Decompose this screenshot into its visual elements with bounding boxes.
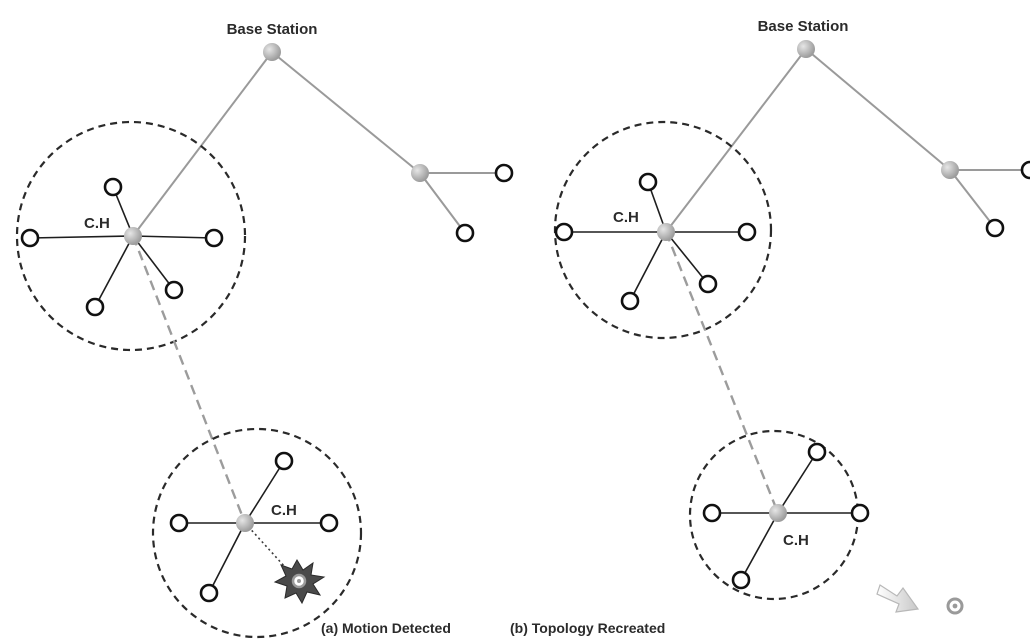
- sensor-node: [731, 570, 751, 590]
- link-dashed-b: [664, 231, 780, 514]
- base-station-node: [797, 40, 815, 58]
- sensor-node: [494, 163, 514, 183]
- sensor-node: [1020, 160, 1030, 180]
- router-node: [941, 161, 959, 179]
- cluster-head-node: [124, 227, 142, 245]
- sensor-node: [455, 223, 475, 243]
- sensor-node: [169, 513, 189, 533]
- sensor-node: [620, 291, 640, 311]
- sensor-node: [319, 513, 339, 533]
- panel-motion-detected: Base Station C.H C.H: [15, 21, 514, 639]
- sensor-node: [850, 503, 870, 523]
- cluster-head-label-bottom-b: C.H: [783, 532, 809, 549]
- spoke: [29, 235, 134, 239]
- cluster-head-label-top-b: C.H: [613, 209, 639, 226]
- cluster-head-node: [657, 223, 675, 241]
- sensor-node: [164, 280, 184, 300]
- cluster-head-node: [769, 504, 787, 522]
- spoke: [94, 235, 134, 308]
- sensor-node: [199, 583, 219, 603]
- spoke: [132, 235, 175, 291]
- edge-bs-to-ch-b: [665, 48, 807, 233]
- sensor-node: [698, 274, 718, 294]
- sensor-node: [274, 451, 294, 471]
- spoke: [208, 522, 246, 594]
- sensor-node: [737, 222, 757, 242]
- sensor-node: [702, 503, 722, 523]
- cluster-boundary-bottom-a: [151, 427, 363, 639]
- sensor-node: [20, 228, 40, 248]
- spoke: [740, 512, 779, 581]
- spoke: [665, 231, 709, 285]
- sensor-node: [638, 172, 658, 192]
- sensor-node: [204, 228, 224, 248]
- cluster-head-node: [236, 514, 254, 532]
- base-station-label-a: Base Station: [227, 21, 318, 38]
- spoke: [244, 460, 285, 524]
- caption-motion-detected: (a) Motion Detected: [321, 620, 451, 636]
- sensor-node: [554, 222, 574, 242]
- edge-bs-to-router-b: [805, 48, 951, 171]
- sensor-node: [807, 442, 827, 462]
- edge-router-to-node-b2: [949, 169, 996, 229]
- cluster-head-label-bottom-a: C.H: [271, 502, 297, 519]
- link-dashed-a: [131, 235, 247, 524]
- base-station-node: [263, 43, 281, 61]
- sensor-node: [103, 177, 123, 197]
- caption-topology-recreated: (b) Topology Recreated: [510, 620, 665, 636]
- sensor-node: [985, 218, 1005, 238]
- router-node: [411, 164, 429, 182]
- panel-topology-recreated: Base Station C.H C.H: [553, 18, 1030, 615]
- cluster-boundary-top-a: [15, 120, 247, 352]
- spoke: [629, 231, 667, 302]
- base-station-label-b: Base Station: [758, 18, 849, 35]
- arrow-icon: [876, 584, 920, 613]
- edge-router-to-node-a2: [419, 172, 466, 234]
- sensor-node: [85, 297, 105, 317]
- edge-bs-to-router-a: [271, 51, 421, 174]
- spoke: [132, 235, 215, 239]
- cluster-head-label-top-a: C.H: [84, 215, 110, 232]
- edge-bs-to-ch-a: [132, 51, 273, 237]
- spoke: [777, 451, 818, 514]
